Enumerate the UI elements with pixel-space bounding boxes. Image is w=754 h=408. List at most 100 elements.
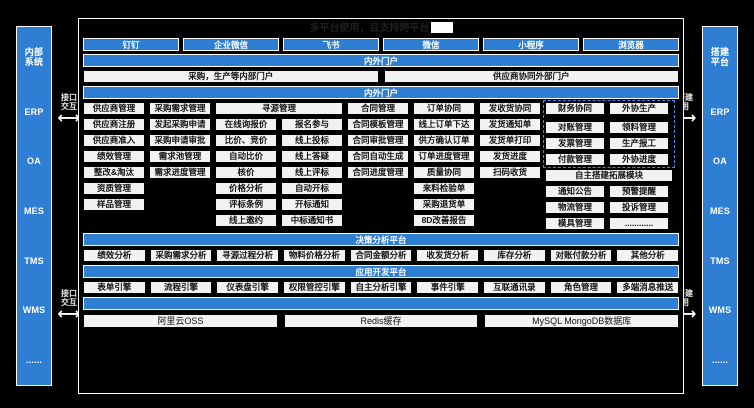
left-rail-item-tms[interactable]: TMS [24,255,44,266]
right-rail-item-wms[interactable]: WMS [708,305,732,316]
left-rail-item-more[interactable]: ...... [25,355,43,366]
module-cell[interactable]: 通知公告 [545,185,605,198]
module-cell[interactable]: 样品管理 [83,198,145,211]
module-cell[interactable]: 报名参与 [281,118,343,131]
module-cell[interactable]: 整改&淘汰 [83,166,145,179]
infra-item-redis[interactable]: Redis缓存 [283,314,479,328]
module-cell[interactable]: 8D改善报告 [413,214,475,227]
module-cell[interactable]: 合同审批管理 [347,134,409,147]
module-head-outsourcing[interactable]: 外协生产 [609,102,669,115]
module-cell[interactable]: 发货单打印 [479,134,541,147]
module-cell[interactable]: 线上投标 [281,134,343,147]
module-cell[interactable]: 扫码收货 [479,166,541,179]
selection-outline[interactable]: 财务协同 对账管理 发票管理 付款管理 外协生产 领料管理 生产报工 外协进度 [543,100,675,168]
module-cell[interactable]: 发货进度 [479,150,541,163]
dev-item[interactable]: 流程引擎 [149,281,213,294]
module-cell[interactable]: 采购退货单 [413,198,475,211]
module-cell[interactable]: 对账管理 [545,121,605,134]
module-cell[interactable]: 来料检验单 [413,182,475,195]
module-cell[interactable]: 线上评标 [281,166,343,179]
module-head-extension[interactable]: 自主搭建拓展模块 [545,169,673,182]
decision-item[interactable]: 绩效分析 [83,249,146,262]
channel-feishu[interactable]: 飞书 [283,38,379,51]
module-cell[interactable]: 线上邀约 [215,214,277,227]
module-cell[interactable]: 订单进度管理 [413,150,475,163]
module-cell[interactable]: 合同模板管理 [347,118,409,131]
module-head-finance[interactable]: 财务协同 [545,102,605,115]
decision-item[interactable]: 合同金额分析 [349,249,413,262]
module-cell[interactable]: 需求池管理 [149,150,211,163]
module-cell[interactable]: 合同自动生成 [347,150,409,163]
left-rail-item-mes[interactable]: MES [23,206,45,217]
module-cell[interactable]: 绩效管理 [83,150,145,163]
portal-internal[interactable]: 采购，生产等内部门户 [83,70,379,83]
channel-miniprogram[interactable]: 小程序 [483,38,579,51]
left-rail-item-oa[interactable]: OA [27,156,41,167]
module-cell[interactable]: 发货通知单 [479,118,541,131]
dev-item[interactable]: 互联通讯录 [483,281,546,294]
module-cell[interactable]: 预警提醒 [609,185,669,198]
module-cell[interactable]: 开标通知 [281,198,343,211]
left-rail-item-wms[interactable]: WMS [22,305,46,316]
module-cell[interactable]: 中标通知书 [281,214,343,227]
module-cell[interactable]: 质量协同 [413,166,475,179]
dev-item[interactable]: 自主分析引擎 [349,281,413,294]
right-rail-item-oa[interactable]: OA [713,156,727,167]
channel-browser[interactable]: 浏览器 [583,38,679,51]
module-head-sourcing[interactable]: 寻源管理 [215,102,343,115]
module-cell[interactable]: 领料管理 [609,121,669,134]
decision-item[interactable]: 库存分析 [483,249,546,262]
module-head-order[interactable]: 订单协同 [413,102,475,115]
module-cell[interactable]: 付款管理 [545,153,605,166]
decision-item[interactable]: 收发货分析 [416,249,480,262]
module-cell[interactable]: 模具管理 [545,217,605,230]
module-cell[interactable]: 供应商准入 [83,134,145,147]
decision-item[interactable]: 采购需求分析 [149,249,213,262]
module-cell[interactable]: 比价、竞价 [215,134,277,147]
module-head-supplier[interactable]: 供应商管理 [83,102,145,115]
module-cell[interactable]: 价格分析 [215,182,277,195]
module-cell[interactable]: 发票管理 [545,137,605,150]
dev-item[interactable]: 多端消息推送 [616,281,680,294]
module-head-shipping[interactable]: 发收货协同 [479,102,541,115]
module-cell[interactable]: 需求进度管理 [149,166,211,179]
module-cell[interactable]: 线上答疑 [281,150,343,163]
module-head-requirement[interactable]: 采购需求管理 [149,102,211,115]
infra-item-oss[interactable]: 阿里云OSS [83,314,278,328]
right-rail-item-mes[interactable]: MES [709,206,731,217]
channel-wecom[interactable]: 企业微信 [183,38,279,51]
module-cell[interactable]: 合同进度管理 [347,166,409,179]
dev-item[interactable]: 角色管理 [549,281,613,294]
module-cell[interactable]: ............ [609,217,669,230]
infra-item-database[interactable]: MySQL MongoDB数据库 [484,314,680,328]
module-cell[interactable]: 资质管理 [83,182,145,195]
module-cell[interactable]: 生产报工 [609,137,669,150]
module-cell[interactable]: 自动比价 [215,150,277,163]
channel-dingtalk[interactable]: 钉钉 [83,38,179,51]
module-cell[interactable]: 物流管理 [545,201,605,214]
decision-item[interactable]: 物料价格分析 [283,249,346,262]
module-cell[interactable]: 发起采购申请 [149,118,211,131]
dev-item[interactable]: 仪表盘引擎 [216,281,280,294]
module-cell[interactable]: 线上订单下达 [413,118,475,131]
module-cell[interactable]: 评标条例 [215,198,277,211]
module-cell[interactable]: 外协进度 [609,153,669,166]
right-rail-item-tms[interactable]: TMS [710,255,730,266]
module-cell[interactable]: 在线询报价 [215,118,277,131]
module-cell[interactable]: 自动开标 [281,182,343,195]
channel-wechat[interactable]: 微信 [383,38,479,51]
module-cell[interactable]: 供应商注册 [83,118,145,131]
module-cell[interactable]: 投诉管理 [609,201,669,214]
decision-item[interactable]: 其他分析 [616,249,680,262]
left-rail-item-erp[interactable]: ERP [24,106,44,117]
portal-external[interactable]: 供应商协同外部门户 [383,70,679,83]
right-rail-item-more[interactable]: ...... [711,355,729,366]
decision-item[interactable]: 寻源过程分析 [216,249,280,262]
dev-item[interactable]: 事件引擎 [416,281,480,294]
module-head-contract[interactable]: 合同管理 [347,102,409,115]
right-rail-item-erp[interactable]: ERP [710,106,730,117]
module-cell[interactable]: 核价 [215,166,277,179]
dev-item[interactable]: 表单引擎 [83,281,146,294]
module-cell[interactable]: 采购申请审批 [149,134,211,147]
module-cell[interactable]: 供方确认订单 [413,134,475,147]
